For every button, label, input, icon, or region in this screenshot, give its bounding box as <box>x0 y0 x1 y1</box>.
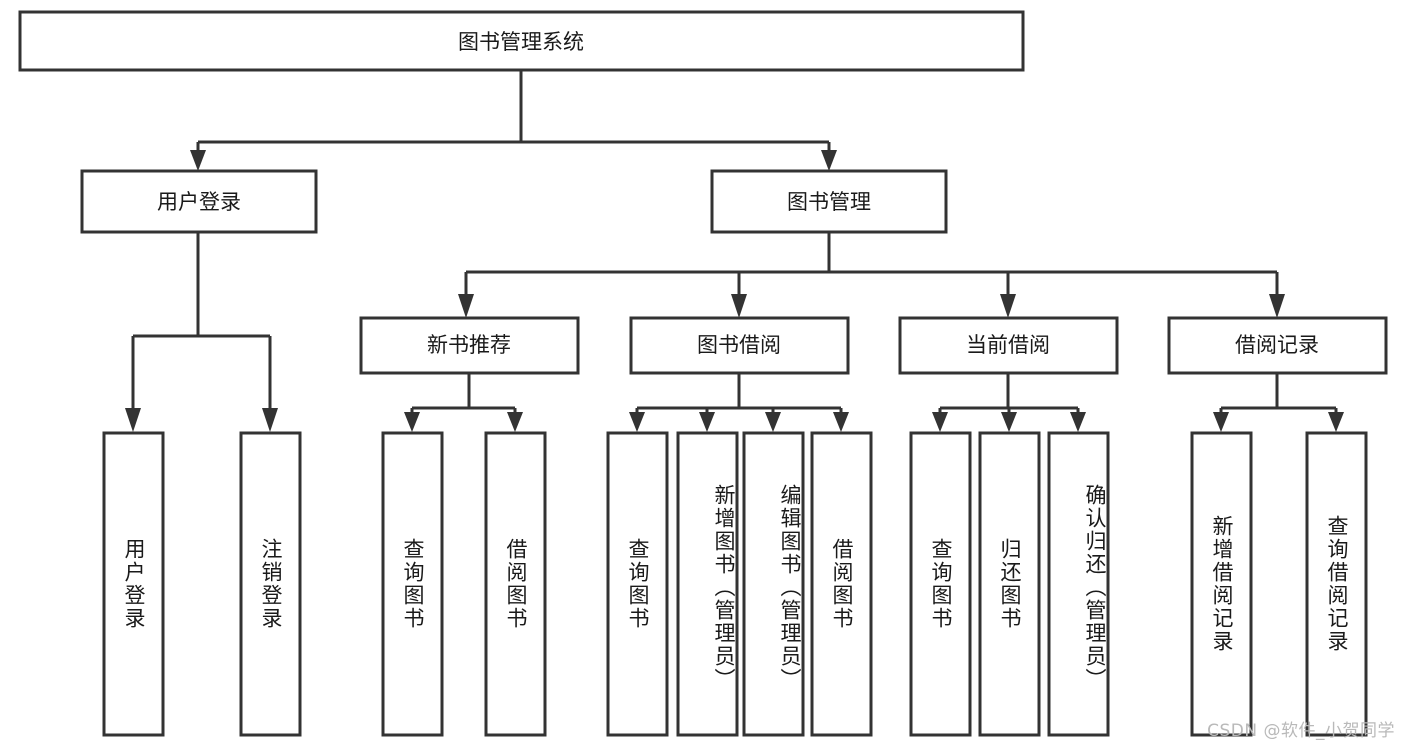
arrowhead-leaf-borrow-book-1 <box>507 412 523 432</box>
arrowhead-leaf-query-book-3 <box>932 412 948 432</box>
connectors-root-to-level1 <box>190 70 837 171</box>
node-box-leaf-user-login[interactable] <box>102 431 165 737</box>
node-box-leaf-query-book-2[interactable] <box>606 431 669 737</box>
connectors-borrow-record-to-leaves <box>1213 373 1344 432</box>
node-box-leaf-add-record[interactable] <box>1190 431 1253 737</box>
connectors-new-book-recommend-to-leaves <box>404 373 523 432</box>
node-box-borrow-record[interactable] <box>1167 316 1388 375</box>
node-label-book-management: 图书管理 <box>787 190 871 214</box>
node-box-current-borrow[interactable] <box>898 316 1119 375</box>
node-box-user-login[interactable] <box>80 169 318 234</box>
node-label-current-borrow: 当前借阅 <box>966 333 1050 357</box>
arrowhead-leaf-edit-book <box>765 412 781 432</box>
node-box-leaf-borrow-book-1[interactable] <box>484 431 547 737</box>
arrowhead-book-borrow <box>731 294 747 318</box>
node-box-leaf-return-book[interactable] <box>978 431 1041 737</box>
node-box-root[interactable] <box>18 10 1025 72</box>
node-box-leaf-user-logout[interactable] <box>239 431 302 737</box>
node-label-user-login: 用户登录 <box>157 190 241 214</box>
connectors-user-login-to-leaves <box>125 232 278 432</box>
node-label-borrow-record: 借阅记录 <box>1235 333 1319 357</box>
node-box-leaf-query-record[interactable] <box>1305 431 1368 737</box>
connectors-book-borrow-to-leaves <box>629 373 849 432</box>
node-box-leaf-query-book-3[interactable] <box>909 431 972 737</box>
arrowhead-leaf-borrow-book-2 <box>833 412 849 432</box>
node-current-borrow[interactable]: 当前借阅 <box>898 316 1119 375</box>
arrowhead-leaf-user-login <box>125 408 141 432</box>
node-label-root: 图书管理系统 <box>458 30 584 54</box>
arrowhead-leaf-user-logout <box>262 408 278 432</box>
node-box-new-book-recommend[interactable] <box>359 316 580 375</box>
node-user-login[interactable]: 用户登录 <box>80 169 318 234</box>
node-new-book-recommend[interactable]: 新书推荐 <box>359 316 580 375</box>
node-label-new-book-recommend: 新书推荐 <box>427 333 511 357</box>
node-box-leaf-edit-book[interactable] <box>742 431 805 737</box>
node-box-leaf-query-book-1[interactable] <box>381 431 444 737</box>
watermark-text: CSDN @软件_小贺同学 <box>1207 721 1395 741</box>
node-box-leaf-add-book[interactable] <box>676 431 739 737</box>
node-root[interactable]: 图书管理系统 <box>18 10 1025 72</box>
arrowhead-current-borrow <box>1000 294 1016 318</box>
node-book-borrow[interactable]: 图书借阅 <box>629 316 850 375</box>
node-box-book-management[interactable] <box>710 169 948 234</box>
arrowhead-leaf-add-book <box>699 412 715 432</box>
node-book-management[interactable]: 图书管理 <box>710 169 948 234</box>
arrowhead-book-management <box>821 150 837 171</box>
arrowhead-leaf-query-book-2 <box>629 412 645 432</box>
connectors-book-management-to-level2 <box>458 232 1285 318</box>
connectors-current-borrow-to-leaves <box>932 373 1086 432</box>
arrowhead-new-book-recommend <box>458 294 474 318</box>
arrowhead-user-login <box>190 150 206 171</box>
arrowhead-leaf-query-record <box>1328 412 1344 432</box>
arrowhead-leaf-confirm-return <box>1070 412 1086 432</box>
node-box-book-borrow[interactable] <box>629 316 850 375</box>
arrowhead-leaf-add-record <box>1213 412 1229 432</box>
arrowhead-borrow-record <box>1269 294 1285 318</box>
arrowhead-leaf-query-book-1 <box>404 412 420 432</box>
node-label-book-borrow: 图书借阅 <box>697 333 781 357</box>
arrowhead-leaf-return-book <box>1001 412 1017 432</box>
node-box-leaf-borrow-book-2[interactable] <box>810 431 873 737</box>
node-borrow-record[interactable]: 借阅记录 <box>1167 316 1388 375</box>
node-box-leaf-confirm-return[interactable] <box>1047 431 1110 737</box>
